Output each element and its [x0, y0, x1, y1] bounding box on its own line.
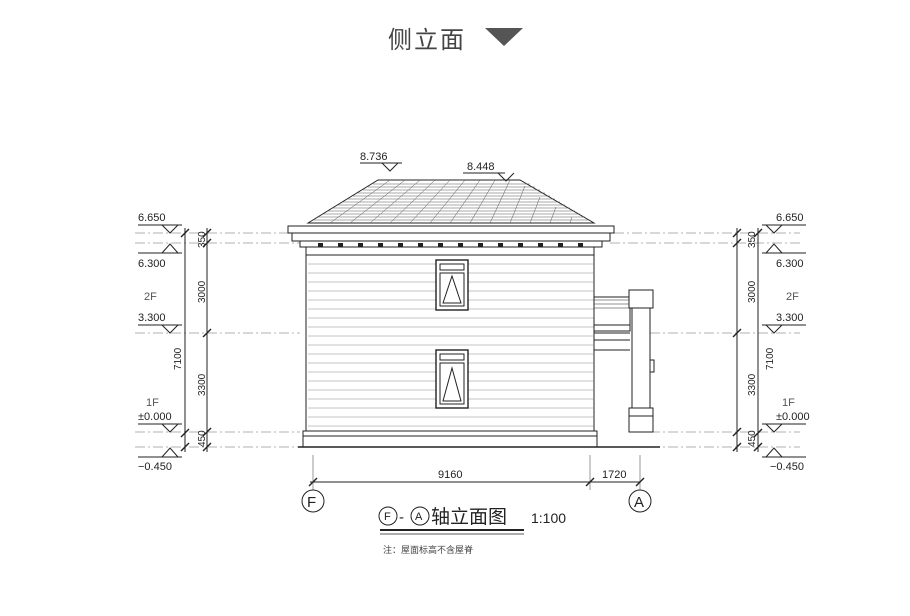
- window-lower: [435, 349, 469, 409]
- right-ground-elevation: −0.450: [770, 461, 804, 473]
- width-main-dimension: 9160: [438, 469, 462, 481]
- right-floor1-level: ±0.000: [776, 411, 810, 423]
- right-floor1-label: 1F: [782, 397, 795, 409]
- title-axis-to: A: [415, 511, 423, 523]
- right-dim-350: 350: [747, 231, 758, 248]
- right-dim-3300: 3300: [747, 373, 758, 396]
- left-dim-350: 350: [197, 231, 208, 248]
- left-floor1-level: ±0.000: [138, 411, 172, 423]
- drawing-note: 注：屋面标高不含屋脊: [383, 546, 474, 556]
- page-header: 侧立面: [0, 16, 910, 56]
- left-eave-elevation: 6.650: [138, 212, 166, 224]
- width-side-dimension: 1720: [602, 469, 626, 481]
- drawing-scale: 1:100: [531, 510, 566, 526]
- left-dim-450: 450: [197, 430, 208, 447]
- left-dim-3300: 3300: [197, 373, 208, 396]
- right-floor2-label: 2F: [786, 291, 799, 303]
- left-floor1-label: 1F: [146, 397, 159, 409]
- left-ground-elevation: −0.450: [138, 461, 172, 473]
- left-dim-7100: 7100: [173, 347, 184, 370]
- column: [628, 289, 655, 433]
- roof-elevation-left: 8.736: [360, 151, 388, 163]
- right-elevation-markers: [762, 224, 806, 458]
- left-floor2-label: 2F: [144, 291, 157, 303]
- right-eave-elevation: 6.650: [776, 212, 804, 224]
- cornice-dentils: [318, 243, 583, 247]
- roof-elevation-markers: [360, 162, 515, 182]
- title-axis-circle-f: [378, 506, 398, 526]
- right-floor2-level: 3.300: [776, 312, 804, 324]
- left-dimension-chain: [180, 228, 212, 452]
- cornice: [287, 225, 615, 248]
- dropdown-triangle-icon[interactable]: [485, 28, 523, 48]
- title-dash: -: [399, 509, 404, 526]
- axis-label-f: F: [307, 494, 316, 511]
- side-extension: [593, 296, 631, 351]
- hip-roof: [306, 179, 596, 224]
- right-floor2-top-elevation: 6.300: [776, 258, 804, 270]
- right-dimension-chain: [732, 228, 763, 452]
- level-lines: [135, 232, 800, 448]
- right-dim-450: 450: [747, 430, 758, 447]
- left-floor2-top-elevation: 6.300: [138, 258, 166, 270]
- title-axis-from: F: [384, 511, 391, 523]
- title-axis-circle-a: [410, 506, 430, 526]
- axis-bubble-f: [301, 489, 325, 513]
- axis-bubble-a: [628, 489, 652, 513]
- right-dim-3000: 3000: [747, 280, 758, 303]
- left-dim-3000: 3000: [197, 280, 208, 303]
- left-floor2-level: 3.300: [138, 312, 166, 324]
- page-title: 侧立面: [388, 26, 466, 54]
- right-dim-7100: 7100: [765, 347, 776, 370]
- roof-elevation-right: 8.448: [467, 161, 495, 173]
- window-upper: [435, 259, 469, 311]
- left-elevation-markers: [138, 224, 182, 458]
- horizontal-dimensions: [308, 455, 645, 497]
- drawing-title-name: 轴立面图: [431, 506, 507, 528]
- axis-label-a: A: [634, 494, 644, 511]
